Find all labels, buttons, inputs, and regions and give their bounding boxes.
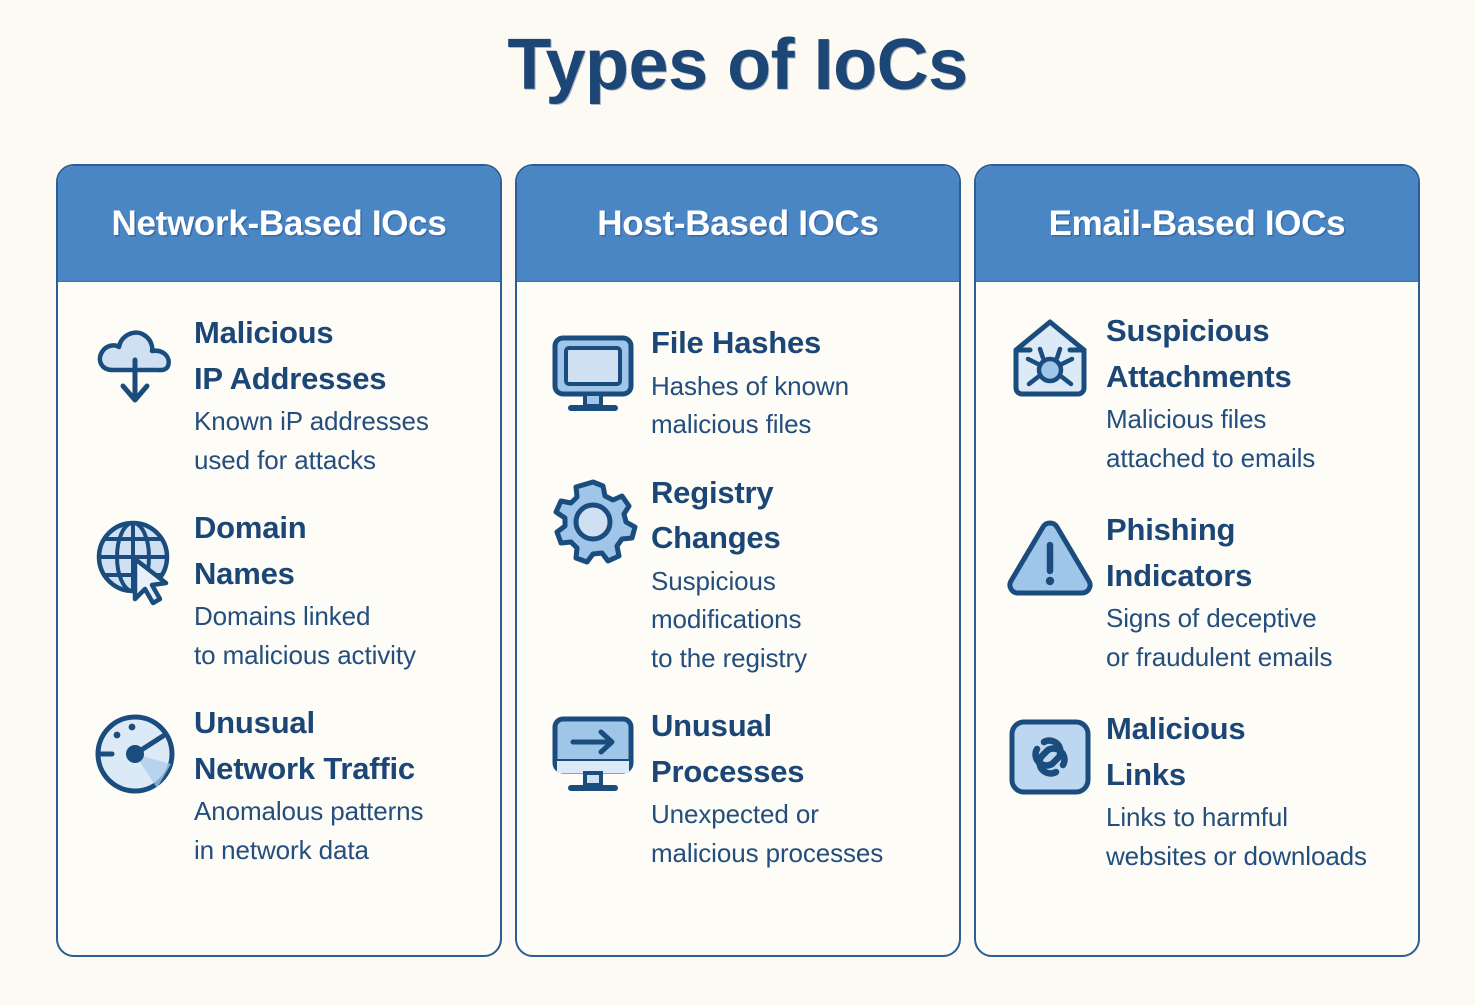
title-line: Links: [1106, 756, 1186, 792]
list-item-text: Malicious IP Addresses Known iP addresse…: [194, 310, 478, 479]
list-item-desc: Signs of deceptive or fraudulent emails: [1106, 599, 1396, 676]
desc-line: websites or downloads: [1106, 840, 1367, 871]
gear-icon: [535, 470, 651, 568]
card-network-based: Network-Based IOcs Malicious IP: [56, 164, 502, 957]
title-line: Unusual: [651, 708, 772, 744]
list-item[interactable]: Malicious Links Links to harmful website…: [994, 706, 1396, 875]
envelope-bug-icon: [994, 308, 1106, 406]
title-line: Malicious: [1106, 711, 1246, 747]
list-item-title: Registry Changes: [651, 470, 937, 561]
list-item-desc: Known iP addresses used for attacks: [194, 402, 478, 479]
list-item[interactable]: Domain Names Domains linked to malicious…: [76, 505, 478, 674]
card-body-host: File Hashes Hashes of known malicious fi…: [517, 282, 959, 955]
monitor-arrow-icon: [535, 703, 651, 801]
card-host-based: Host-Based IOCs File Hashes: [515, 164, 961, 957]
link-chain-icon: [994, 706, 1106, 804]
card-body-email: Suspicious Attachments Malicious files a…: [976, 282, 1418, 955]
card-header-host: Host-Based IOCs: [517, 166, 959, 282]
desc-line: malicious files: [651, 409, 812, 440]
desc-line: used for attacks: [194, 444, 376, 475]
title-line: Malicious: [194, 315, 334, 350]
title-line: Names: [194, 555, 295, 591]
list-item-desc: Suspicious modifications to the registry: [651, 562, 937, 677]
warning-triangle-icon: [994, 507, 1106, 605]
list-item-title: Suspicious Attachments: [1106, 308, 1396, 399]
list-item-text: Unusual Processes Unexpected or maliciou…: [651, 703, 937, 872]
desc-line: to malicious activity: [194, 639, 416, 670]
title-line: Domain: [194, 510, 307, 546]
list-item-desc: Domains linked to malicious activity: [194, 597, 478, 674]
monitor-icon: [535, 320, 651, 418]
list-item-text: Malicious Links Links to harmful website…: [1106, 706, 1396, 875]
list-item[interactable]: Unusual Network Traffic Anomalous patter…: [76, 700, 478, 869]
title-line: Registry: [651, 474, 774, 510]
card-body-network: Malicious IP Addresses Known iP addresse…: [58, 282, 500, 955]
desc-line: or fraudulent emails: [1106, 641, 1333, 672]
desc-line: Unexpected or: [651, 799, 819, 830]
desc-line: to the registry: [651, 642, 808, 673]
title-line: Indicators: [1106, 557, 1253, 593]
list-item-title: Malicious IP Addresses: [194, 310, 478, 401]
page-title: Types of IoCs: [507, 25, 968, 105]
title-line: Suspicious: [1106, 313, 1270, 348]
column-container: Network-Based IOcs Malicious IP: [56, 164, 1420, 957]
desc-line: Hashes of known: [651, 370, 849, 401]
card-header-network-label: Network-Based IOcs: [111, 203, 447, 243]
globe-cursor-icon: [76, 505, 194, 607]
list-item-text: File Hashes Hashes of known malicious fi…: [651, 320, 937, 444]
title-line: Attachments: [1106, 358, 1292, 394]
list-item[interactable]: Registry Changes Suspicious modification…: [535, 470, 937, 678]
desc-line: in network data: [194, 834, 369, 865]
gauge-icon: [76, 700, 194, 802]
list-item-title: Phishing Indicators: [1106, 507, 1396, 598]
desc-line: attached to emails: [1106, 442, 1316, 473]
desc-line: Known iP addresses: [194, 406, 429, 437]
list-item-text: Suspicious Attachments Malicious files a…: [1106, 308, 1396, 477]
title-line: IP Addresses: [194, 360, 387, 396]
title-line: Phishing: [1106, 512, 1236, 548]
list-item[interactable]: Unusual Processes Unexpected or maliciou…: [535, 703, 937, 872]
title-line: Unusual: [194, 705, 315, 741]
list-item-text: Domain Names Domains linked to malicious…: [194, 505, 478, 674]
desc-line: Links to harmful: [1106, 802, 1288, 833]
list-item-desc: Links to harmful websites or downloads: [1106, 798, 1396, 875]
title-line: Processes: [651, 753, 805, 789]
list-item-title: Domain Names: [194, 505, 478, 596]
list-item[interactable]: File Hashes Hashes of known malicious fi…: [535, 320, 937, 444]
title-line: Changes: [651, 520, 781, 556]
list-item-desc: Malicious files attached to emails: [1106, 400, 1396, 477]
list-item[interactable]: Malicious IP Addresses Known iP addresse…: [76, 310, 478, 479]
list-item-desc: Hashes of known malicious files: [651, 367, 937, 444]
list-item-title: Unusual Network Traffic: [194, 700, 478, 791]
list-item-title: Malicious Links: [1106, 706, 1396, 797]
card-header-network: Network-Based IOcs: [58, 166, 500, 282]
list-item[interactable]: Phishing Indicators Signs of deceptive o…: [994, 507, 1396, 676]
desc-line: Signs of deceptive: [1106, 603, 1317, 634]
card-email-based: Email-Based IOCs: [974, 164, 1420, 957]
desc-line: Malicious files: [1106, 404, 1267, 435]
desc-line: Suspicious: [651, 565, 776, 596]
card-header-host-label: Host-Based IOCs: [597, 203, 879, 243]
title-line: Network Traffic: [194, 750, 415, 786]
list-item-desc: Anomalous patterns in network data: [194, 792, 478, 869]
desc-line: Anomalous patterns: [194, 796, 424, 827]
list-item-text: Registry Changes Suspicious modification…: [651, 470, 937, 678]
desc-line: Domains linked: [194, 601, 371, 632]
desc-line: malicious processes: [651, 837, 884, 868]
card-header-email: Email-Based IOCs: [976, 166, 1418, 282]
title-line: File Hashes: [651, 325, 822, 360]
cloud-download-icon: [76, 310, 194, 412]
desc-line: modifications: [651, 604, 802, 635]
list-item[interactable]: Suspicious Attachments Malicious files a…: [994, 308, 1396, 477]
list-item-text: Unusual Network Traffic Anomalous patter…: [194, 700, 478, 869]
list-item-title: File Hashes: [651, 320, 937, 366]
list-item-desc: Unexpected or malicious processes: [651, 795, 937, 872]
list-item-title: Unusual Processes: [651, 703, 937, 794]
card-header-email-label: Email-Based IOCs: [1048, 203, 1346, 243]
list-item-text: Phishing Indicators Signs of deceptive o…: [1106, 507, 1396, 676]
